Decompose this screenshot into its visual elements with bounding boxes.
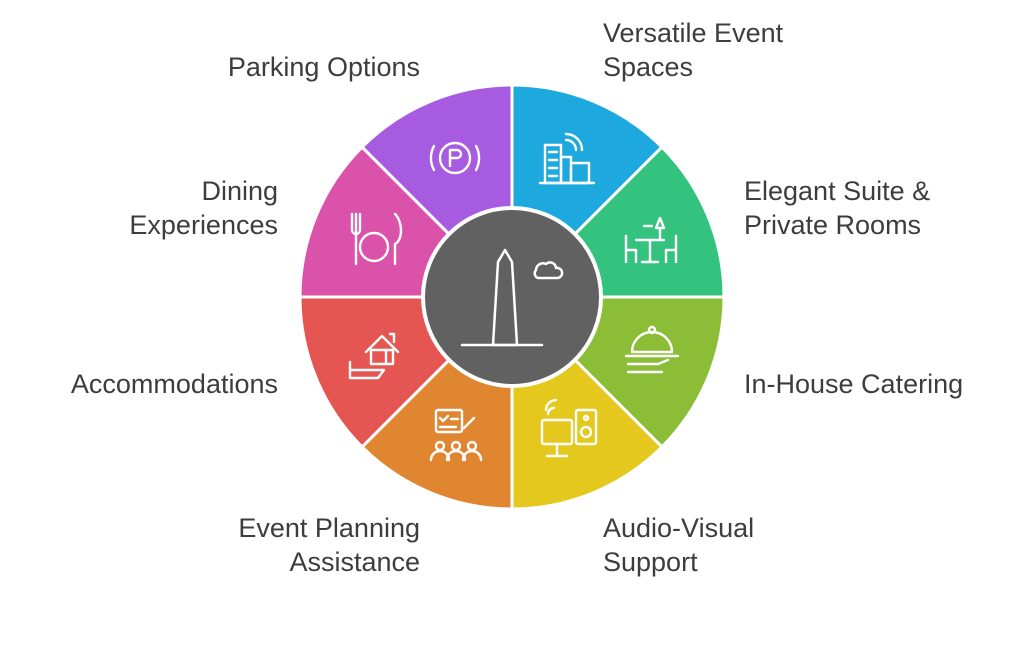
label-event-planning-assistance: Event Planning Assistance — [238, 513, 420, 577]
parking-icon — [429, 141, 481, 175]
label-dining-experiences: Dining Experiences — [129, 176, 278, 240]
house-icon — [348, 332, 400, 380]
monument-icon — [460, 248, 564, 347]
label-elegant-suite: Elegant Suite & Private Rooms — [744, 176, 931, 240]
label-audio-visual-support: Audio-Visual Support — [603, 513, 755, 577]
label-in-house-catering: In-House Catering — [744, 369, 964, 399]
label-accommodations: Accommodations — [70, 369, 278, 399]
label-versatile-event-spaces: Versatile Event Spaces — [603, 18, 784, 82]
dining-table-icon — [624, 216, 678, 264]
monitor-speaker-icon — [540, 398, 598, 458]
planning-team-icon — [429, 408, 483, 462]
plate-cutlery-icon — [350, 212, 403, 266]
label-parking-options: Parking Options — [227, 52, 420, 82]
cloche-icon — [624, 325, 680, 374]
center-hub — [421, 206, 603, 388]
building-icon — [538, 132, 596, 185]
